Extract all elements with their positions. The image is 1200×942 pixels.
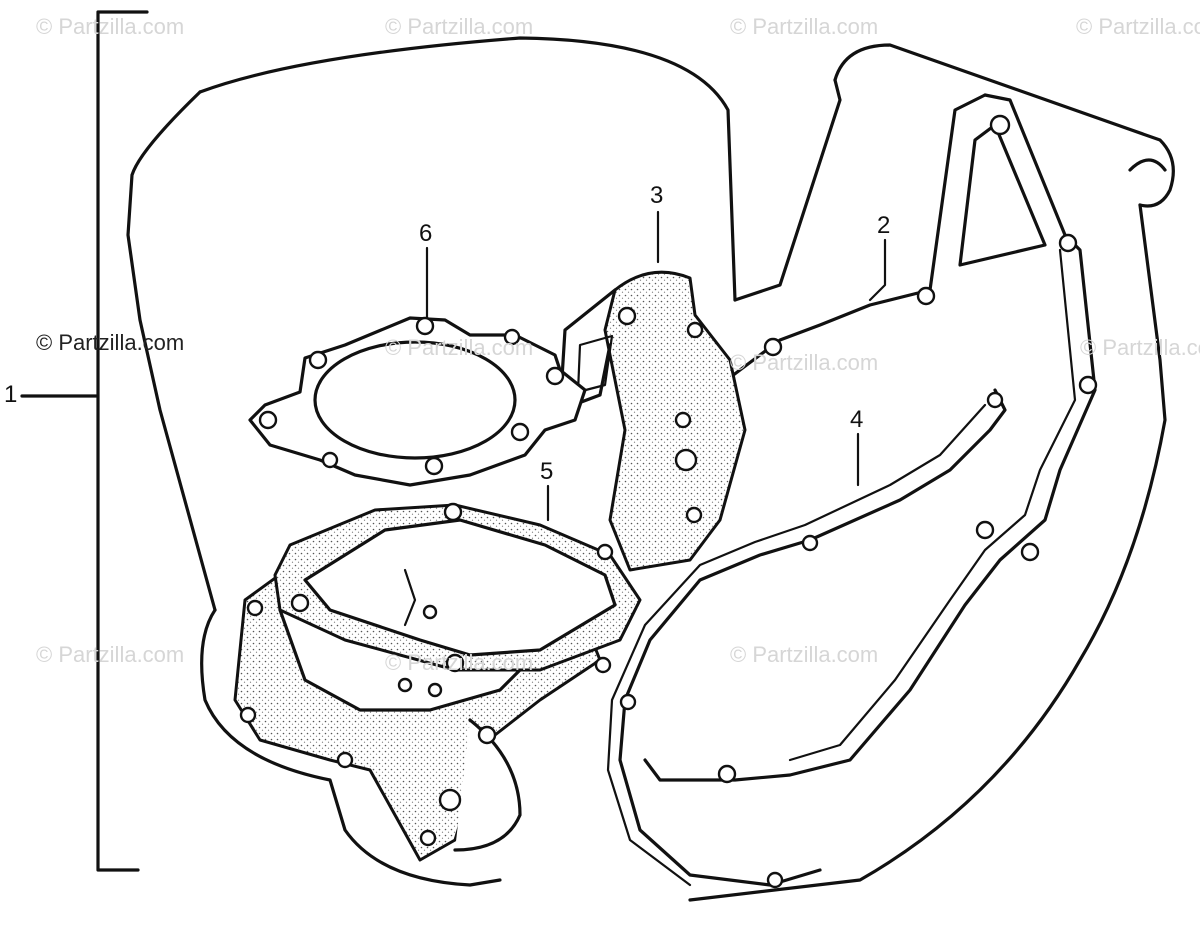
watermark-text: © Partzilla.com (730, 350, 879, 375)
gasket-3-crankcase (558, 270, 747, 572)
callout-1: 1 (4, 381, 18, 408)
gasket-6-cylinder-head (248, 316, 587, 487)
watermark-text: © Partzilla.com (385, 650, 534, 675)
callout-5: 5 (540, 458, 554, 485)
watermark-text: © Partzilla.com (385, 14, 534, 39)
side-watermark: © Partzilla.com (36, 330, 185, 355)
callout-6: 6 (419, 220, 433, 247)
watermark-text: © Partzilla.com (1076, 14, 1200, 39)
watermark-text: © Partzilla.com (36, 642, 185, 667)
watermark-text: © Partzilla.com (36, 14, 185, 39)
engine-outline (126, 36, 1175, 902)
watermark-text: © Partzilla.com (730, 642, 879, 667)
gasket-5-cylinder-base (273, 502, 642, 673)
gasket-4-side-cover (606, 388, 1007, 889)
watermark-text: © Partzilla.com (1080, 335, 1200, 360)
callout-2: 2 (877, 212, 891, 239)
watermark-text: © Partzilla.com (385, 335, 534, 360)
callout-leaders (425, 210, 887, 522)
kit-bracket (20, 10, 149, 872)
watermark-text: © Partzilla.com (730, 14, 879, 39)
callout-3: 3 (650, 182, 664, 209)
callout-4: 4 (850, 406, 864, 433)
